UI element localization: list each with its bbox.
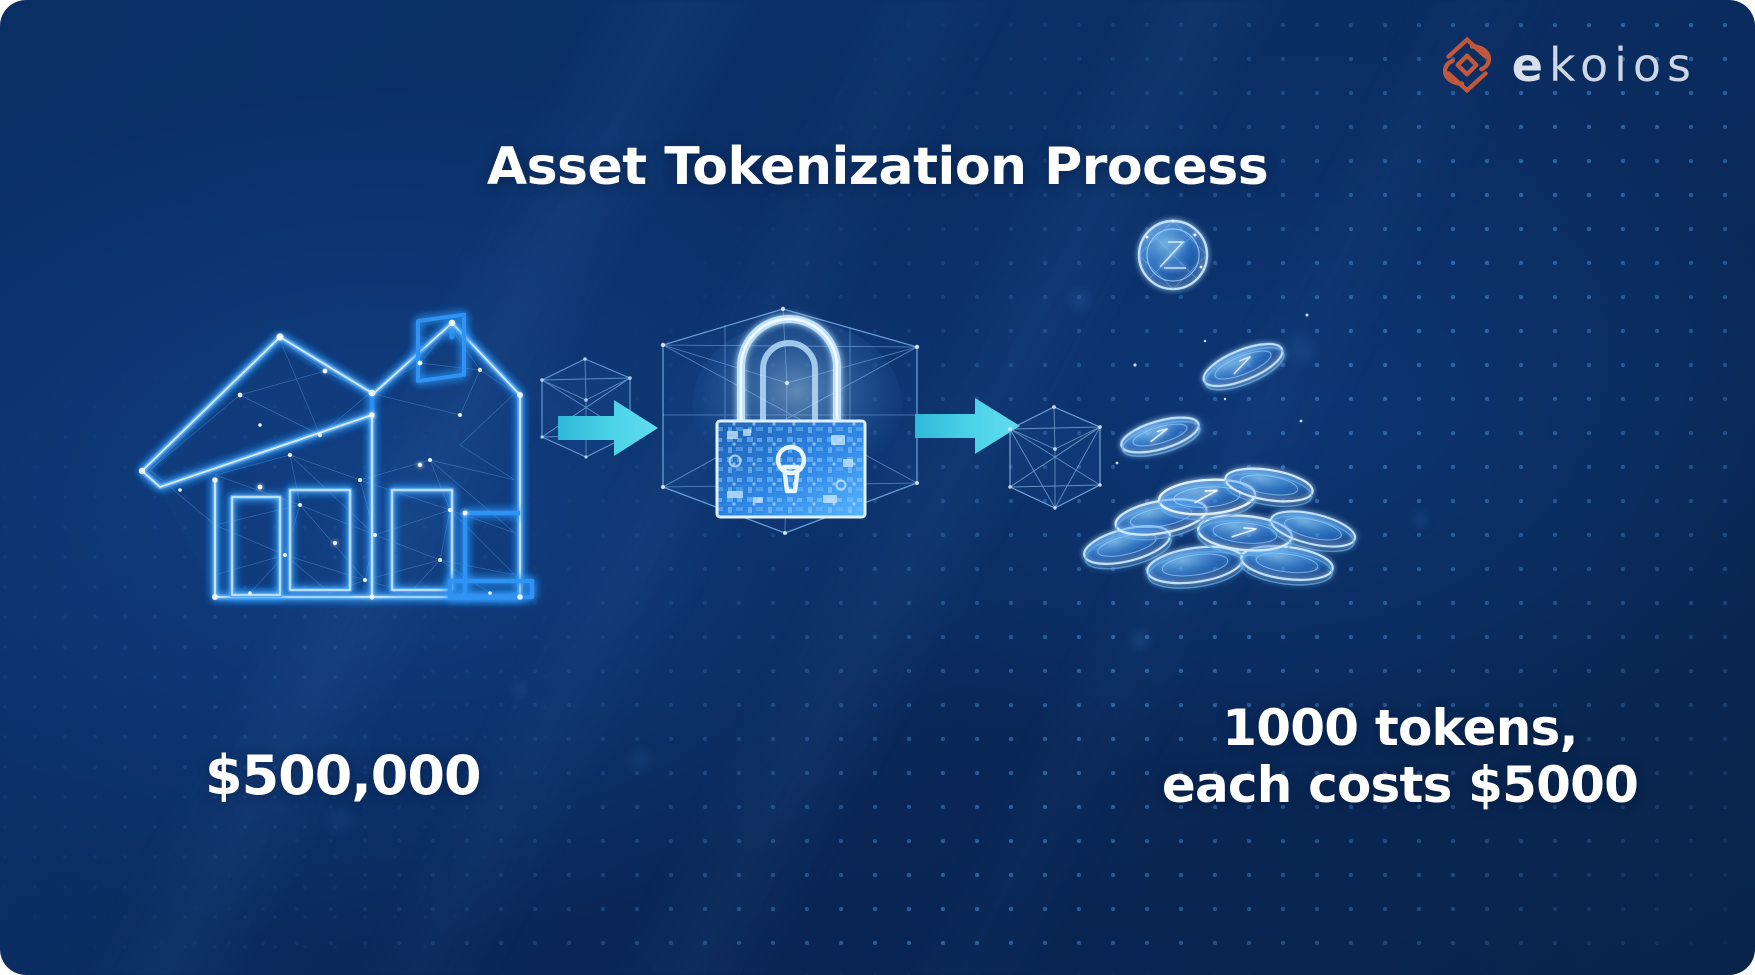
arrow-right-icon-asset-to-lock — [558, 396, 658, 460]
wireframe-house-icon — [120, 275, 540, 635]
brand-logo[interactable]: ekoios — [1440, 36, 1697, 94]
caption-token-line-2: each costs $5000 — [1161, 756, 1639, 814]
wireframe-padlock-cube-icon — [645, 295, 935, 550]
brand-wordmark-rest: koios — [1548, 38, 1697, 92]
caption-token-breakdown: 1000 tokens, each costs $5000 — [1140, 700, 1660, 814]
brand-wordmark-first-letter: e — [1511, 38, 1549, 92]
caption-token-line-1: 1000 tokens, — [1222, 699, 1578, 757]
wireframe-coins-icon — [1055, 219, 1385, 605]
wireframe-cube-output-icon — [1000, 395, 1110, 525]
page-title: Asset Tokenization Process — [486, 137, 1269, 197]
caption-asset-value: $500,000 — [205, 744, 482, 807]
arrow-right-icon-lock-to-tokens — [915, 394, 1020, 458]
ekoios-infinity-diamond-mark-icon — [1442, 36, 1491, 94]
brand-wordmark: ekoios — [1512, 42, 1697, 88]
